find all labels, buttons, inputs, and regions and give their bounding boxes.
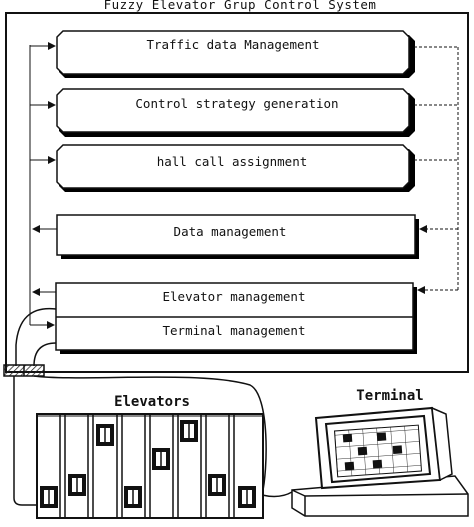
elevator-car-8 bbox=[238, 486, 256, 508]
elevator-car-4 bbox=[124, 486, 142, 508]
module-label-elevator-management: Elevator management bbox=[163, 289, 306, 304]
terminal-computer bbox=[291, 406, 469, 517]
elevators-label: Elevators bbox=[114, 394, 190, 410]
module-data-management: Data management bbox=[56, 214, 419, 259]
module-label-hall-call-assignment: hall call assignment bbox=[157, 154, 308, 169]
elevator-car-6 bbox=[180, 420, 198, 442]
module-label-traffic-data-management: Traffic data Management bbox=[146, 37, 319, 52]
terminal-label: Terminal bbox=[356, 388, 423, 404]
module-label-data-management: Data management bbox=[174, 224, 287, 239]
module-stack-management bbox=[55, 282, 417, 354]
module-traffic-data-management: Traffic data Management bbox=[56, 30, 415, 78]
module-label-control-strategy-generation: Control strategy generation bbox=[135, 96, 338, 111]
cable-elevator-port bbox=[15, 307, 57, 366]
elevator-car-3 bbox=[96, 424, 114, 446]
module-hall-call-assignment: hall call assignment bbox=[56, 144, 415, 192]
elevator-car-1 bbox=[40, 486, 58, 508]
elevator-shafts bbox=[59, 414, 235, 518]
cable-terminal-port bbox=[33, 342, 57, 367]
cable-to-terminal bbox=[33, 375, 293, 498]
elevator-bank bbox=[36, 413, 264, 519]
terminal-screen bbox=[324, 414, 432, 484]
module-control-strategy-generation: Control strategy generation bbox=[56, 88, 415, 137]
elevator-car-5 bbox=[152, 448, 170, 470]
system-boundary bbox=[5, 12, 469, 373]
cable-to-elevators bbox=[13, 376, 36, 506]
module-label-terminal-management: Terminal management bbox=[163, 323, 306, 338]
elevator-car-7 bbox=[208, 474, 226, 496]
elevator-car-2 bbox=[68, 474, 86, 496]
system-title: Fuzzy Elevator Grup Control System bbox=[104, 0, 377, 12]
